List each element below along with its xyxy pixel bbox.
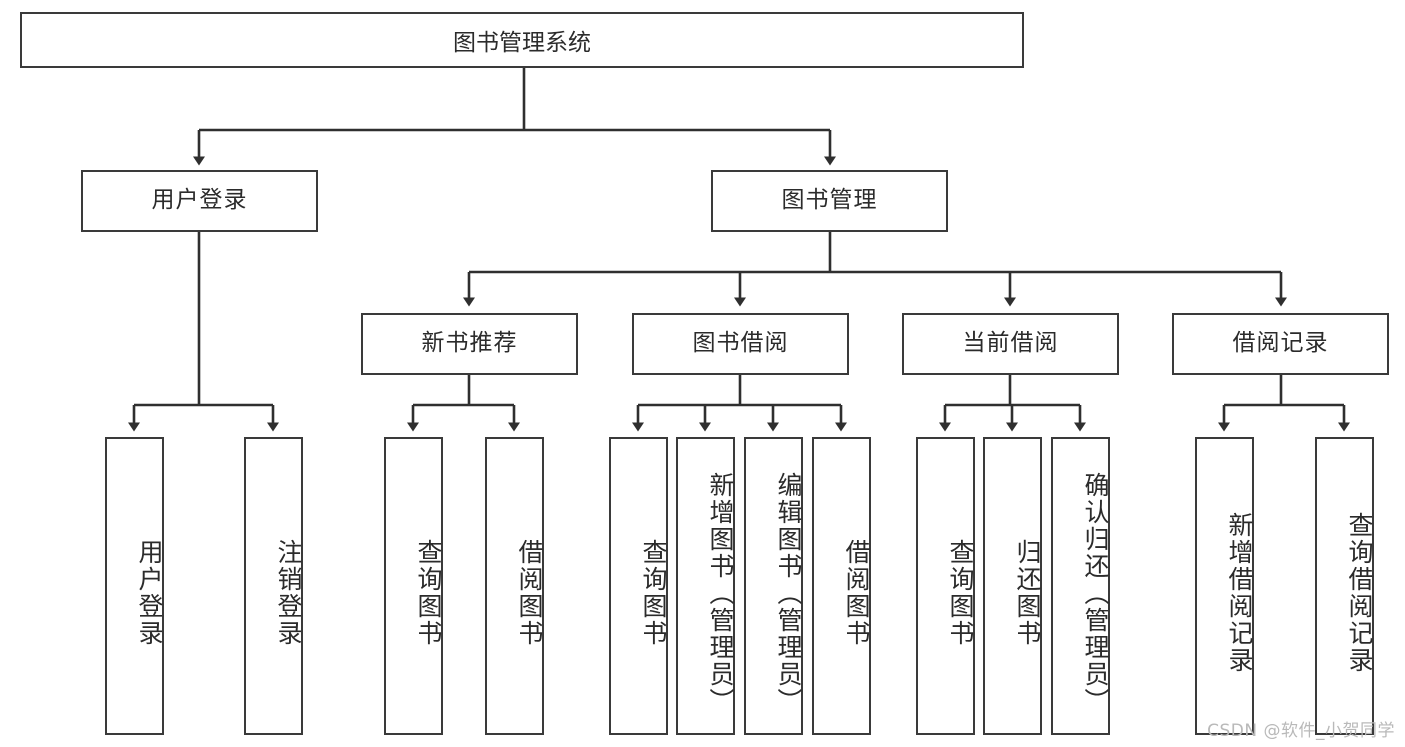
node-new-book-recommend-label: 新书推荐 xyxy=(421,330,518,357)
leaf-add-book[interactable]: 新增图书（管理员） xyxy=(676,437,735,735)
node-new-book-recommend[interactable]: 新书推荐 xyxy=(361,313,578,375)
leaf-user-login-label: 用户登录 xyxy=(135,539,164,647)
node-user-login-label: 用户登录 xyxy=(151,187,248,214)
leaf-logout-login[interactable]: 注销登录 xyxy=(244,437,303,735)
csdn-watermark: CSDN @软件_小贺同学 xyxy=(1207,721,1395,741)
leaf-borrow-book-2-label: 借阅图书 xyxy=(842,539,871,647)
leaf-query-book-1-label: 查询图书 xyxy=(414,539,443,647)
leaf-query-book-3-label: 查询图书 xyxy=(946,539,975,647)
leaf-query-borrow-record-label: 查询借阅记录 xyxy=(1345,512,1374,674)
leaf-edit-book-label: 编辑图书（管理员） xyxy=(774,471,803,715)
node-borrow-record[interactable]: 借阅记录 xyxy=(1172,313,1389,375)
leaf-borrow-book-2[interactable]: 借阅图书 xyxy=(812,437,871,735)
node-borrow-record-label: 借阅记录 xyxy=(1232,330,1329,357)
node-current-borrow-label: 当前借阅 xyxy=(962,330,1059,357)
leaf-add-borrow-record-label: 新增借阅记录 xyxy=(1225,512,1254,674)
leaf-query-book-3[interactable]: 查询图书 xyxy=(916,437,975,735)
leaf-confirm-return-label: 确认归还（管理员） xyxy=(1081,471,1110,715)
leaf-query-book-2-label: 查询图书 xyxy=(639,539,668,647)
node-book-manage-label: 图书管理 xyxy=(781,187,878,214)
leaf-return-book[interactable]: 归还图书 xyxy=(983,437,1042,735)
leaf-user-login[interactable]: 用户登录 xyxy=(105,437,164,735)
leaf-confirm-return[interactable]: 确认归还（管理员） xyxy=(1051,437,1110,735)
leaf-return-book-label: 归还图书 xyxy=(1013,539,1042,647)
leaf-add-borrow-record[interactable]: 新增借阅记录 xyxy=(1195,437,1254,735)
leaf-edit-book[interactable]: 编辑图书（管理员） xyxy=(744,437,803,735)
leaf-query-borrow-record[interactable]: 查询借阅记录 xyxy=(1315,437,1374,735)
leaf-add-book-label: 新增图书（管理员） xyxy=(706,471,735,715)
node-book-manage[interactable]: 图书管理 xyxy=(711,170,948,232)
leaf-borrow-book-1[interactable]: 借阅图书 xyxy=(485,437,544,735)
node-user-login[interactable]: 用户登录 xyxy=(81,170,318,232)
node-root-label: 图书管理系统 xyxy=(453,30,591,56)
leaf-logout-login-label: 注销登录 xyxy=(274,539,303,647)
node-root[interactable]: 图书管理系统 xyxy=(20,12,1024,68)
leaf-borrow-book-1-label: 借阅图书 xyxy=(515,539,544,647)
node-current-borrow[interactable]: 当前借阅 xyxy=(902,313,1119,375)
node-book-borrow-label: 图书借阅 xyxy=(692,330,789,357)
node-book-borrow[interactable]: 图书借阅 xyxy=(632,313,849,375)
leaf-query-book-1[interactable]: 查询图书 xyxy=(384,437,443,735)
leaf-query-book-2[interactable]: 查询图书 xyxy=(609,437,668,735)
